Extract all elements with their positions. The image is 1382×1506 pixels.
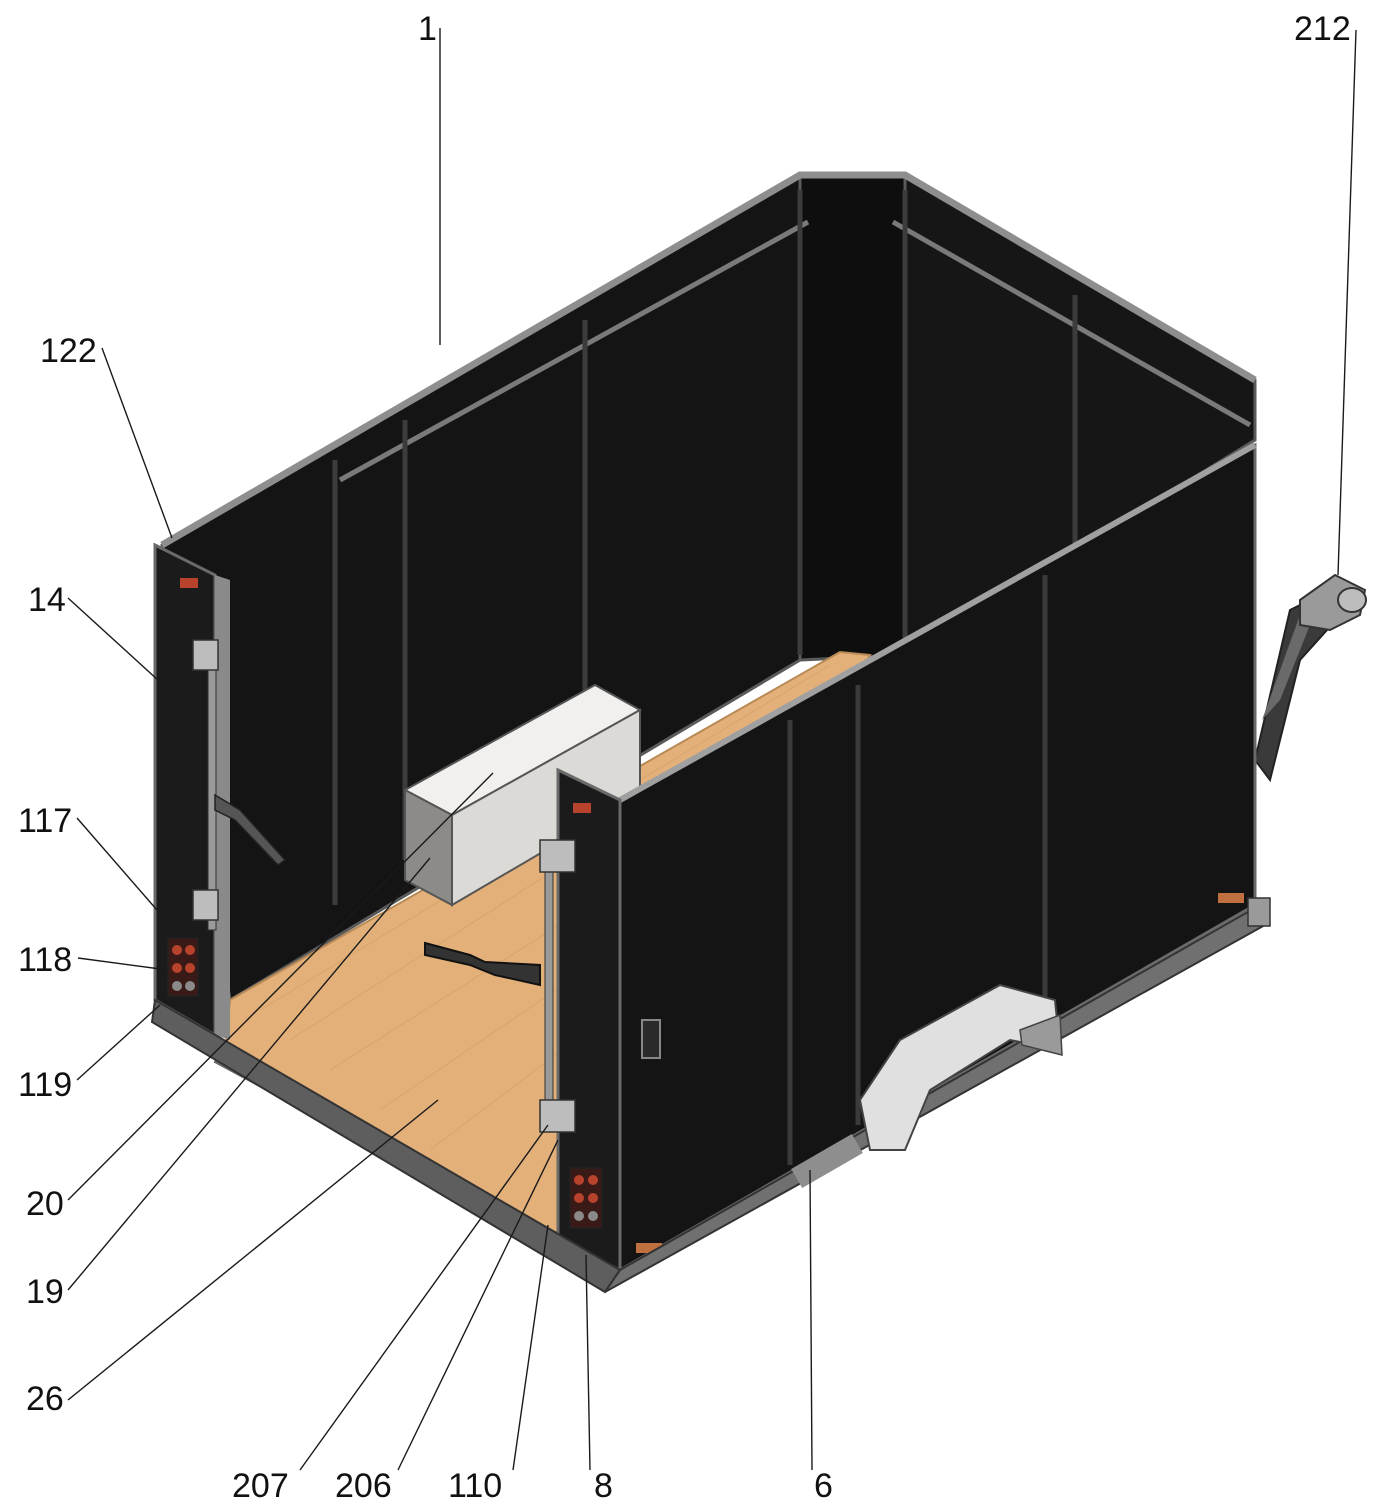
wall-posts xyxy=(332,190,1078,905)
leader-8 xyxy=(585,1254,591,1471)
right-side-top-rail xyxy=(618,442,1257,803)
front-corner-step xyxy=(1247,897,1271,927)
side-reflector-front xyxy=(1218,893,1244,903)
trailer-illustration xyxy=(150,171,1367,1294)
callout-6: 6 xyxy=(814,1467,833,1505)
leader-207 xyxy=(299,1124,549,1471)
back-wall-right xyxy=(798,173,907,662)
side-door-handle xyxy=(641,1019,661,1059)
leader-119 xyxy=(76,1004,161,1081)
top-rail-inner-right xyxy=(891,219,1252,428)
right-rear-post xyxy=(539,767,622,1273)
top-rail-left xyxy=(160,171,1257,549)
left-rear-post xyxy=(153,542,287,1040)
callout-14: 14 xyxy=(28,581,66,619)
mudguard xyxy=(858,983,1063,1151)
leader-117 xyxy=(76,817,171,926)
right-side-posts xyxy=(787,575,1048,1165)
floor-handle xyxy=(424,941,541,987)
leader-122 xyxy=(101,347,173,539)
callout-118: 118 xyxy=(18,941,72,979)
callout-122: 122 xyxy=(40,332,97,370)
leader-118 xyxy=(77,957,169,971)
callout-19: 19 xyxy=(26,1273,64,1311)
leader-lines xyxy=(67,28,1357,1471)
leader-14 xyxy=(67,597,194,713)
callout-20: 20 xyxy=(26,1185,64,1223)
callout-8: 8 xyxy=(594,1467,613,1505)
leader-19 xyxy=(67,857,431,1291)
top-rail-inner xyxy=(338,219,810,483)
leader-110 xyxy=(512,1224,549,1471)
leader-206 xyxy=(397,1139,559,1471)
callout-labels: 1 212 122 14 117 118 119 20 19 26 207 20… xyxy=(18,10,1351,1505)
callout-206: 206 xyxy=(335,1467,392,1505)
leader-20 xyxy=(67,772,494,1201)
callout-207: 207 xyxy=(232,1467,289,1505)
drawbar xyxy=(1253,573,1367,783)
side-reflector-rear xyxy=(636,1243,662,1253)
callout-212: 212 xyxy=(1294,10,1351,48)
leader-212 xyxy=(1337,29,1357,576)
storage-box xyxy=(402,683,643,907)
leader-26 xyxy=(67,1099,439,1401)
callout-117: 117 xyxy=(18,802,72,840)
callout-1: 1 xyxy=(418,10,437,48)
side-rail-plate xyxy=(791,1133,863,1189)
callout-119: 119 xyxy=(18,1066,72,1104)
leader-6 xyxy=(809,1169,813,1471)
callout-26: 26 xyxy=(26,1380,64,1418)
callout-110: 110 xyxy=(448,1467,502,1505)
